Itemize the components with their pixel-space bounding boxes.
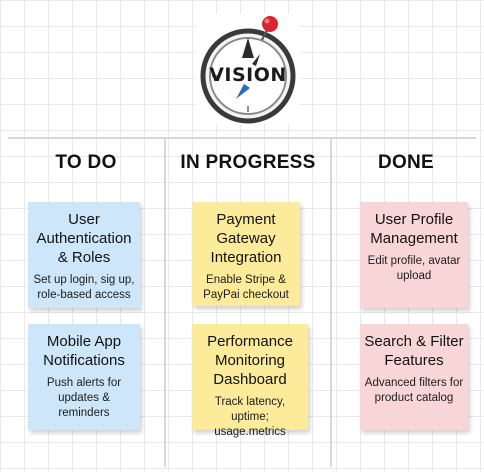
pushpin-icon [262,16,278,32]
task-card[interactable]: User Authentication & Roles Set up login… [28,202,140,308]
task-title: Performance Monitoring Dashboard [207,333,293,388]
column-header-todo: TO DO [55,152,117,173]
task-description: Enable Stripe & PayPai checkout [203,274,289,301]
column-divider [330,137,332,467]
task-title: User Authentication & Roles [36,211,132,266]
header-divider [8,137,476,139]
task-description: Advanced filters for product catalog [364,377,464,404]
task-description: Set up login, sig up, role-based access [33,274,135,301]
task-description: Push alerts for updates & reminders [46,377,122,419]
task-description: Track latency, uptime; usage.metrics [214,396,286,438]
task-card[interactable]: User Profile Management Edit profile, av… [360,202,468,308]
vision-logo: VISION [196,14,300,124]
column-header-done: DONE [377,152,435,173]
task-title: Payment Gateway Integration [210,211,282,266]
task-title: User Profile Management [370,211,458,247]
task-title: Search & Filter Features [364,333,464,369]
logo-text: VISION [209,64,287,86]
column-header-in-progress: IN PROGRESS [180,152,316,173]
task-card[interactable]: Performance Monitoring Dashboard Track l… [192,324,308,438]
task-description: Edit profile, avatar upload [367,255,461,282]
task-card[interactable]: Payment Gateway Integration Enable Strip… [192,202,300,306]
task-card[interactable]: Mobile App Notifications Push alerts for… [28,324,140,430]
task-title: Mobile App Notifications [43,333,125,369]
compass-icon [200,16,296,124]
column-divider [164,137,166,467]
task-card[interactable]: Search & Filter Features Advanced filter… [360,324,468,430]
